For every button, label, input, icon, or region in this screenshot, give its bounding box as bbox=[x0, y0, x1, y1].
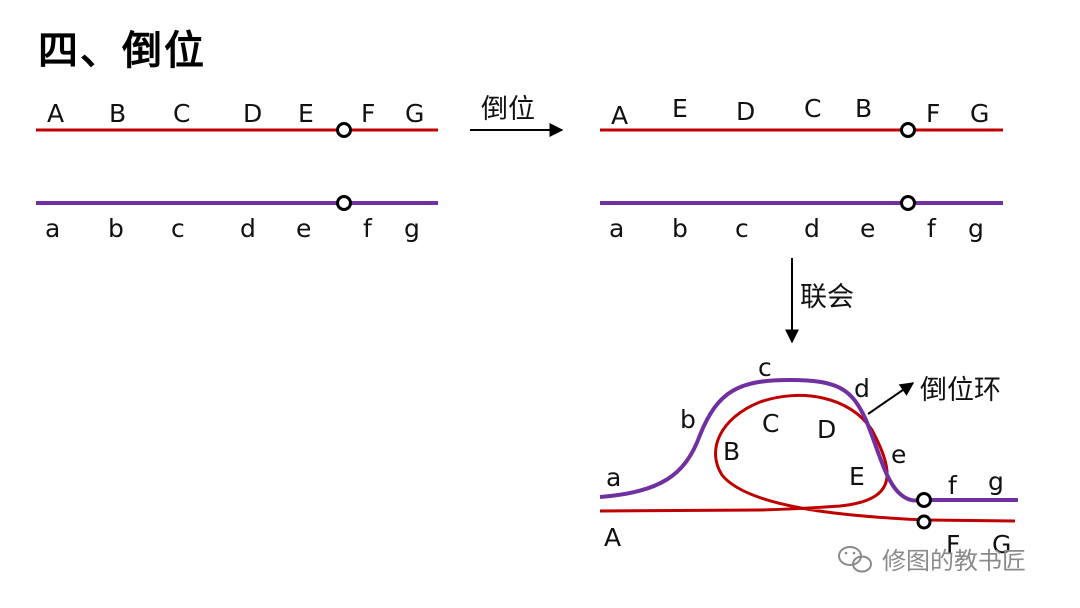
inverted-lower-gene-e: e bbox=[860, 214, 875, 243]
loop-gene-C: C bbox=[762, 409, 779, 438]
inverted-lower-gene-a: a bbox=[609, 214, 624, 243]
normal-lower-gene-f: f bbox=[363, 214, 373, 243]
loop-label: 倒位环 bbox=[920, 375, 1001, 406]
inverted-lower-gene-g: g bbox=[968, 214, 984, 243]
normal-upper-gene-B: B bbox=[109, 99, 126, 128]
inverted-upper-gene-A: A bbox=[611, 101, 628, 130]
normal-upper-gene-C: C bbox=[173, 99, 190, 128]
inverted-upper-gene-C: C bbox=[804, 94, 821, 123]
loop-gene-b: b bbox=[680, 405, 696, 434]
normal-lower-gene-g: g bbox=[404, 214, 420, 243]
normal-upper-gene-F: F bbox=[361, 99, 375, 128]
inverted-lower-gene-c: c bbox=[735, 214, 749, 243]
loop-gene-e: e bbox=[891, 440, 906, 469]
inverted-upper-gene-G: G bbox=[970, 99, 989, 128]
loop-gene-f: f bbox=[948, 471, 958, 500]
inversion-label: 倒位 bbox=[481, 94, 535, 125]
watermark: 修图的教书匠 bbox=[838, 546, 1026, 575]
normal-upper-gene-E: E bbox=[298, 99, 314, 128]
loop-red-centromere bbox=[916, 514, 932, 530]
synapsis-label: 联会 bbox=[800, 282, 854, 313]
inverted-upper-centromere bbox=[900, 122, 916, 138]
normal-lower-gene-a: a bbox=[45, 214, 60, 243]
normal-upper-centromere bbox=[336, 122, 352, 138]
normal-lower-centromere bbox=[336, 195, 352, 211]
loop-gene-D: D bbox=[817, 415, 836, 444]
loop-gene-G: G bbox=[992, 530, 1011, 559]
normal-chromosome-pair: A B C D E F G a b c d e f g bbox=[36, 99, 438, 243]
inversion-loop-diagram: a b c d e f g B C D E A F G 倒位环 bbox=[599, 353, 1018, 559]
loop-purple-centromere bbox=[916, 492, 932, 508]
loop-gene-A: A bbox=[604, 523, 621, 552]
loop-gene-a: a bbox=[606, 463, 621, 492]
loop-gene-B: B bbox=[723, 437, 740, 466]
loop-callout-arrow bbox=[867, 382, 915, 415]
loop-gene-F: F bbox=[946, 530, 960, 559]
loop-purple-chromosome bbox=[599, 377, 1018, 503]
loop-gene-E: E bbox=[849, 462, 865, 491]
inverted-lower-gene-b: b bbox=[672, 214, 688, 243]
wechat-icon bbox=[838, 546, 872, 573]
loop-gene-c: c bbox=[758, 353, 772, 382]
inverted-lower-gene-f: f bbox=[927, 214, 937, 243]
normal-upper-gene-D: D bbox=[243, 99, 262, 128]
inverted-lower-gene-d: d bbox=[804, 214, 820, 243]
normal-lower-gene-c: c bbox=[171, 214, 185, 243]
loop-red-chromosome bbox=[599, 393, 1016, 523]
inverted-chromosome-pair: A E D C B F G a b c d e f g bbox=[600, 94, 1003, 243]
inversion-step: 倒位 bbox=[470, 94, 564, 137]
loop-gene-d: d bbox=[854, 374, 870, 403]
inverted-upper-gene-E: E bbox=[672, 94, 688, 123]
page-title: 四、倒位 bbox=[38, 28, 206, 74]
normal-upper-gene-A: A bbox=[47, 99, 64, 128]
synapsis-step: 联会 bbox=[785, 258, 854, 344]
watermark-text: 修图的教书匠 bbox=[882, 547, 1026, 575]
inverted-upper-gene-D: D bbox=[736, 97, 755, 126]
loop-gene-g: g bbox=[988, 467, 1004, 496]
normal-upper-gene-G: G bbox=[405, 99, 424, 128]
normal-lower-gene-e: e bbox=[296, 214, 311, 243]
normal-lower-gene-b: b bbox=[108, 214, 124, 243]
inverted-upper-gene-F: F bbox=[926, 99, 940, 128]
inverted-upper-gene-B: B bbox=[855, 94, 872, 123]
normal-lower-gene-d: d bbox=[240, 214, 256, 243]
inverted-lower-centromere bbox=[900, 195, 916, 211]
